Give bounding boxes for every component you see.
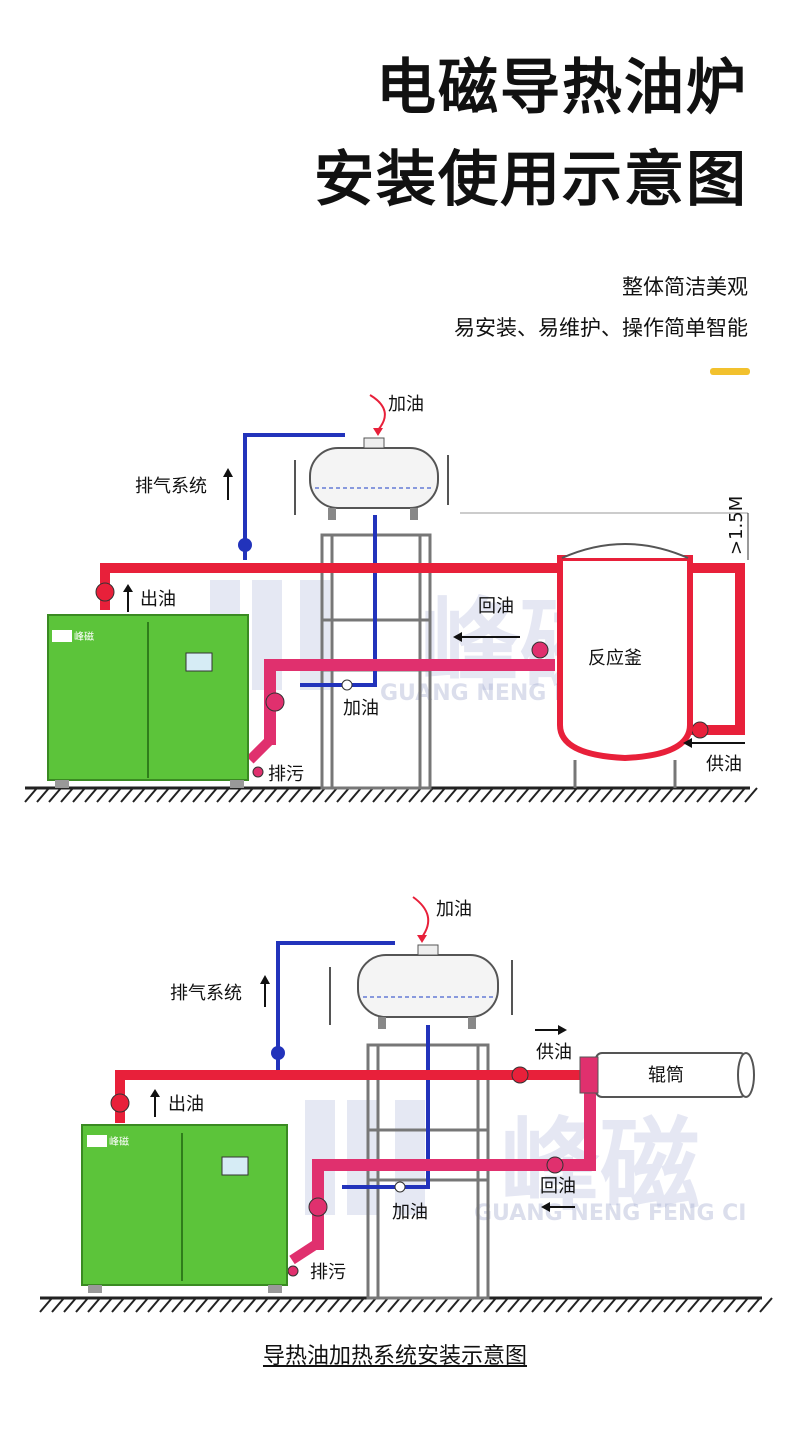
label-oil-out: 出油: [168, 1094, 204, 1115]
height-marker: >1.5M: [460, 496, 749, 560]
ground: [39, 1296, 773, 1313]
label-exhaust-system: 排气系统: [135, 476, 207, 497]
vent-pipe: [243, 433, 345, 560]
flow-arrows: [150, 896, 575, 1212]
boiler-cabinet: 峰磁: [47, 614, 249, 788]
subtitle-line2: 易安装、易维护、操作简单智能: [454, 316, 748, 340]
label-return-oil: 回油: [540, 1176, 576, 1197]
label-supply-oil: 供油: [706, 754, 742, 775]
label-exhaust-system: 排气系统: [170, 983, 242, 1004]
reactor-kettle: [557, 543, 693, 788]
subtitle-line1: 整体简洁美观: [622, 275, 748, 299]
label-return-oil: 回油: [478, 596, 514, 617]
label-drain: 排污: [268, 764, 304, 785]
brand-badge-text: 峰磁: [74, 630, 94, 643]
diagram-caption: 导热油加热系统安装示意图: [262, 1344, 527, 1369]
label-supply-oil: 供油: [536, 1042, 572, 1063]
valve: [110, 1046, 564, 1277]
label-oil-out: 出油: [140, 589, 176, 610]
label-add-oil-top: 加油: [436, 899, 472, 920]
diagram-roller-installation: 峰磁 GUANG NENG FENG CI: [39, 896, 773, 1313]
valve: [95, 538, 709, 778]
label-add-oil-bottom: 加油: [343, 698, 379, 719]
expansion-tank: [294, 437, 449, 520]
brand-badge-text: 峰磁: [109, 1135, 129, 1148]
flow-arrows: [123, 394, 745, 748]
brand-badge: [87, 1135, 107, 1147]
height-mark-label: >1.5M: [726, 496, 747, 555]
expansion-tank: [329, 944, 513, 1029]
label-roller: 辊筒: [648, 1065, 684, 1086]
ground: [24, 786, 758, 803]
page-title-line1: 电磁导热油炉: [376, 53, 748, 123]
label-add-oil-top: 加油: [388, 394, 424, 415]
vent-pipe: [276, 941, 395, 1070]
accent-bar: [710, 368, 750, 375]
watermark-text: GUANG NENG FENG CI: [474, 1201, 747, 1226]
roller-drum: [579, 1052, 755, 1098]
diagram-reactor-installation: 峰磁 GUANG NENG FENG CI: [24, 394, 758, 803]
label-add-oil-bottom: 加油: [392, 1202, 428, 1223]
label-drain: 排污: [310, 1262, 346, 1283]
label-reactor: 反应釜: [588, 648, 642, 669]
boiler-cabinet: 峰磁: [81, 1124, 288, 1293]
page-title-line2: 安装使用示意图: [314, 145, 748, 215]
brand-badge: [52, 630, 72, 642]
supply-pipe: [100, 563, 745, 735]
